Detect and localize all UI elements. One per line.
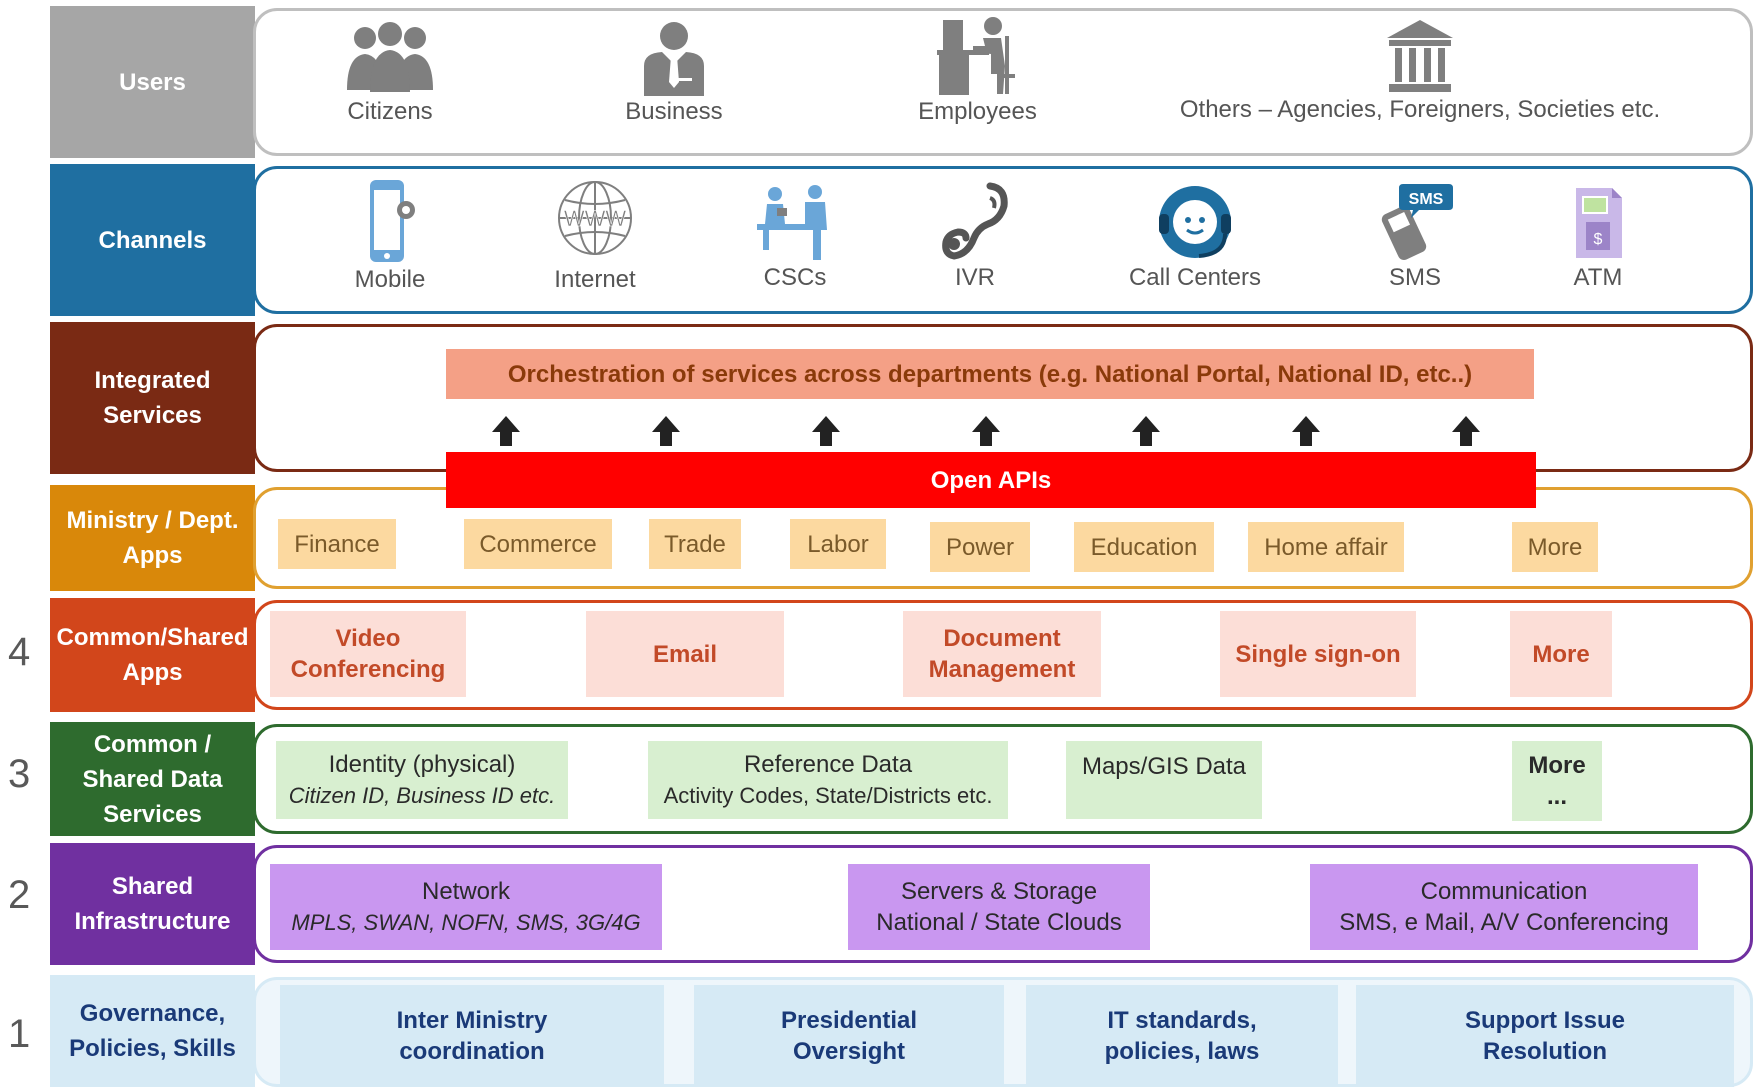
data-subtitle: ... — [1546, 783, 1567, 810]
app-education: Education — [1074, 522, 1214, 572]
channel-cscs: CSCs — [735, 184, 855, 292]
svg-text:WWW: WWW — [564, 206, 627, 231]
atm-icon: $ — [1576, 188, 1622, 258]
shared-app-single-sign-on: Single sign-on — [1220, 611, 1416, 697]
up-arrow-icon — [492, 416, 520, 446]
channel-sms: SMS SMS — [1355, 178, 1475, 292]
channel-label: SMS — [1388, 264, 1441, 291]
arrows-row — [492, 416, 1480, 446]
channel-atm: $ ATM — [1538, 182, 1658, 292]
user-label: Citizens — [347, 98, 433, 125]
layer-label-governance: Governance, Policies, Skills — [50, 975, 255, 1087]
svg-text:$: $ — [1594, 231, 1603, 248]
phone-icon — [942, 182, 1008, 260]
app-finance: Finance — [278, 519, 396, 569]
layer-label-ministry: Ministry / Dept. Apps — [50, 485, 255, 591]
infra-communication: Communication SMS, e Mail, A/V Conferenc… — [1310, 864, 1698, 950]
up-arrow-icon — [1452, 416, 1480, 446]
data-subtitle: Activity Codes, State/Districts etc. — [663, 783, 993, 808]
data-title: Reference Data — [743, 751, 913, 778]
app-power: Power — [930, 522, 1030, 572]
data-reference: Reference Data Activity Codes, State/Dis… — [648, 741, 1008, 819]
infra-subtitle: National / State Clouds — [876, 909, 1122, 936]
layer-label-infrastructure: Shared Infrastructure — [50, 843, 255, 965]
mobile-icon — [370, 180, 415, 262]
channel-internet: WWW Internet — [535, 178, 655, 294]
gov-presidential-oversight: Presidential Oversight — [694, 985, 1004, 1087]
gov-it-standards: IT standards, policies, laws — [1026, 985, 1338, 1087]
infra-title: Network — [421, 878, 511, 905]
csc-icon — [757, 185, 827, 260]
headset-icon — [1159, 186, 1231, 258]
user-label: Others – Agencies, Foreigners, Societies… — [1179, 96, 1661, 123]
user-others: Others – Agencies, Foreigners, Societies… — [1170, 18, 1670, 124]
shared-app-video-conferencing: Video Conferencing — [270, 611, 466, 697]
up-arrow-icon — [1132, 416, 1160, 446]
layer-number-1: 1 — [8, 1012, 31, 1056]
sms-icon: SMS — [1381, 184, 1453, 261]
citizens-icon — [347, 22, 433, 92]
infra-servers-storage: Servers & Storage National / State Cloud… — [848, 864, 1150, 950]
user-label: Employees — [918, 98, 1037, 125]
orchestration-banner: Orchestration of services across departm… — [446, 349, 1534, 399]
data-maps-gis: Maps/GIS Data — [1066, 741, 1262, 819]
business-icon — [644, 22, 704, 96]
shared-app-email: Email — [586, 611, 784, 697]
layer-number-3: 3 — [8, 752, 31, 796]
shared-app-document-management: Document Management — [903, 611, 1101, 697]
app-labor: Labor — [790, 519, 886, 569]
data-identity: Identity (physical) Citizen ID, Business… — [276, 741, 568, 819]
app-more: More — [1512, 522, 1598, 572]
app-trade: Trade — [649, 519, 741, 569]
data-title: Maps/GIS Data — [1081, 753, 1247, 780]
channel-label: Mobile — [354, 266, 426, 293]
app-home-affair: Home affair — [1248, 522, 1404, 572]
layer-label-data-services: Common / Shared Data Services — [50, 722, 255, 836]
layer-number-2: 2 — [8, 873, 31, 917]
up-arrow-icon — [812, 416, 840, 446]
channel-call-centers: Call Centers — [1110, 182, 1280, 292]
user-label: Business — [625, 98, 723, 125]
infra-subtitle: SMS, e Mail, A/V Conferencing — [1339, 909, 1669, 936]
channel-label: ATM — [1573, 264, 1623, 291]
institution-icon — [1387, 20, 1453, 92]
layer-label-users: Users — [50, 6, 255, 158]
channel-ivr: IVR — [915, 180, 1035, 292]
channel-label: CSCs — [763, 264, 827, 291]
user-employees: Employees — [900, 14, 1055, 126]
employees-icon — [936, 17, 1015, 95]
channel-label: Internet — [554, 266, 636, 293]
channel-label: Call Centers — [1128, 264, 1262, 291]
infra-network: Network MPLS, SWAN, NOFN, SMS, 3G/4G — [270, 864, 662, 950]
infra-subtitle: MPLS, SWAN, NOFN, SMS, 3G/4G — [291, 910, 641, 935]
up-arrow-icon — [652, 416, 680, 446]
data-title: Identity (physical) — [328, 751, 516, 778]
gov-support: Support Issue Resolution — [1356, 985, 1734, 1087]
data-more: More ... — [1512, 741, 1602, 821]
shared-app-more: More — [1510, 611, 1612, 697]
globe-icon: WWW — [558, 181, 632, 255]
layer-number-4: 4 — [8, 630, 31, 674]
infra-title: Communication — [1420, 878, 1588, 905]
layer-label-shared-apps: Common/Shared Apps — [50, 598, 255, 712]
layer-label-integrated: Integrated Services — [50, 322, 255, 474]
svg-text:SMS: SMS — [1409, 191, 1444, 208]
channel-label: IVR — [954, 264, 995, 291]
gov-inter-ministry: Inter Ministry coordination — [280, 985, 664, 1087]
user-business: Business — [604, 20, 744, 126]
channel-mobile: Mobile — [330, 176, 450, 294]
up-arrow-icon — [1292, 416, 1320, 446]
layer-label-channels: Channels — [50, 164, 255, 316]
up-arrow-icon — [972, 416, 1000, 446]
open-apis-bar: Open APIs — [446, 452, 1536, 508]
user-citizens: Citizens — [320, 20, 460, 126]
data-title: More — [1528, 752, 1586, 779]
infra-title: Servers & Storage — [900, 878, 1098, 905]
data-subtitle: Citizen ID, Business ID etc. — [288, 783, 556, 808]
app-commerce: Commerce — [464, 519, 612, 569]
